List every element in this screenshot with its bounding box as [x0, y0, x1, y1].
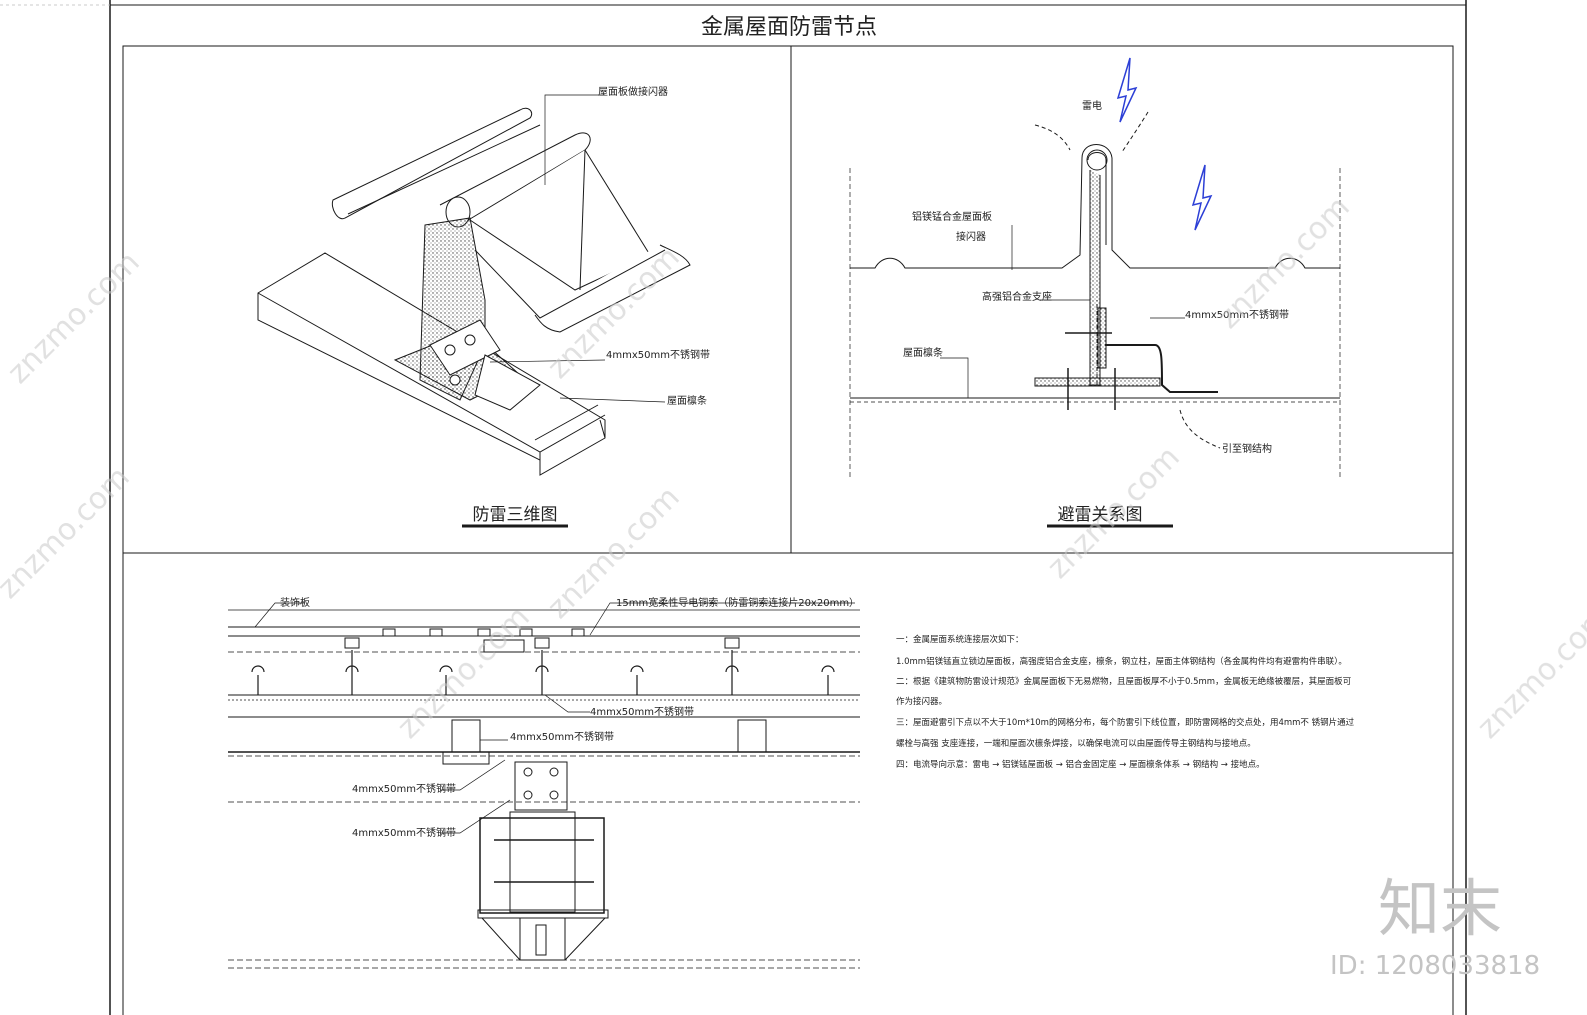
panel-frame [122, 45, 1454, 1015]
current-arrow-right [1121, 111, 1149, 153]
label-plan-strap-2: 4mmx50mm不锈钢带 [510, 730, 614, 743]
steel-strap-iso [474, 354, 541, 411]
note-line-2: 1.0mm铝镁锰直立锁边屋面板，高强度铝合金支座，檩条，钢立柱，屋面主体钢结构（… [896, 656, 1347, 667]
design-notes: 一：金属屋面系统连接层次如下： 1.0mm铝镁锰直立锁边屋面板，高强度铝合金支座… [896, 634, 1355, 770]
purlin-post-2 [737, 719, 767, 753]
note-line-7: 四：电流导向示意：雷电 → 铝镁锰屋面板 → 铝合金固定座 → 屋面檩条体系 →… [896, 759, 1265, 770]
column-connection-box [479, 817, 605, 914]
label-copper-cable: 15mm宽柔性导电铜索（防雷铜索连接片20x20mm） [616, 596, 859, 609]
note-line-3: 二：根据《建筑物防雷设计规范》金属屋面板下无易燃物，且屋面板厚不小于0.5mm，… [896, 676, 1352, 687]
watermark-text-8: znzmo.com [1471, 600, 1587, 746]
caption-relation-view: 避雷关系图 [1058, 505, 1143, 525]
lightning-bolt-icon-2 [1191, 164, 1213, 231]
watermark-text-1: znzmo.com [1, 245, 147, 391]
lightning-relation-view [849, 111, 1341, 480]
current-arrow-down [1179, 409, 1221, 449]
iso-3d-view [257, 94, 691, 476]
label-plan-strap-1: 4mmx50mm不锈钢带 [590, 705, 694, 718]
bolt-plate [429, 319, 501, 376]
current-arrow-left [1034, 124, 1071, 151]
roof-rib-right [534, 244, 691, 333]
bolt-3 [449, 374, 461, 386]
label-relation-steel-strap: 4mmx50mm不锈钢带 [1185, 308, 1289, 321]
note-line-5: 三：屋面避雷引下点以不大于10m*10m的网格分布，每个防雷引下线位置，即防雷网… [896, 717, 1355, 728]
label-plan-strap-4: 4mmx50mm不锈钢带 [352, 826, 456, 839]
standing-seam [439, 132, 591, 223]
watermark-text-7: znzmo.com [391, 600, 537, 746]
label-relation-purlin: 屋面檩条 [903, 346, 943, 359]
copper-cable-joint [483, 639, 525, 653]
roof-panel-profile [850, 144, 1340, 269]
seam-clip-row [251, 650, 835, 695]
steel-strap-relation [1105, 344, 1218, 393]
roof-rib-left [331, 107, 533, 220]
label-decor-panel: 装饰板 [280, 596, 310, 609]
watermark-logo: 知末 [1378, 872, 1502, 945]
purlin-post-1 [451, 719, 481, 753]
label-iso-steel-strap: 4mmx50mm不锈钢带 [606, 348, 710, 361]
label-plan-strap-3: 4mmx50mm不锈钢带 [352, 782, 456, 795]
watermark-text-4: znzmo.com [0, 460, 137, 606]
column-top-plate [514, 761, 568, 811]
label-alloy-roof-panel: 铝镁锰合金屋面板 [912, 210, 992, 223]
bracket-clip [344, 637, 360, 649]
sheet-title: 金属屋面防雷节点 [701, 15, 877, 40]
label-alloy-roof-panel-receptor: 接闪器 [956, 230, 986, 243]
note-line-6: 螺栓与高强 支座连接，一端和屋面次檩条焊接，以确保电流可以由屋面传导主钢结构与接… [896, 738, 1256, 749]
column-base-gusset [481, 917, 606, 961]
bolt-2 [464, 334, 476, 346]
lightning-bolt-icon [1116, 57, 1138, 123]
label-alloy-bracket: 高强铝合金支座 [982, 290, 1052, 303]
watermark-id: ID: 1208033818 [1330, 951, 1540, 981]
label-iso-purlin: 屋面檩条 [667, 394, 707, 407]
caption-iso-view: 防雷三维图 [473, 505, 558, 525]
note-line-1: 一：金属屋面系统连接层次如下： [896, 634, 1024, 645]
label-to-steel-structure: 引至钢结构 [1222, 442, 1272, 455]
watermark-group: znzmo.com znzmo.com znzmo.com znzmo.com … [0, 190, 1587, 746]
label-roof-panel-lightning-receptor: 屋面板做接闪器 [598, 85, 668, 98]
lightning-section-view [228, 602, 860, 969]
seam-receptor [1086, 149, 1108, 171]
label-lightning: 雷电 [1082, 99, 1102, 112]
note-line-4: 作为接闪器。 [896, 696, 947, 707]
bolt-1 [444, 344, 456, 356]
